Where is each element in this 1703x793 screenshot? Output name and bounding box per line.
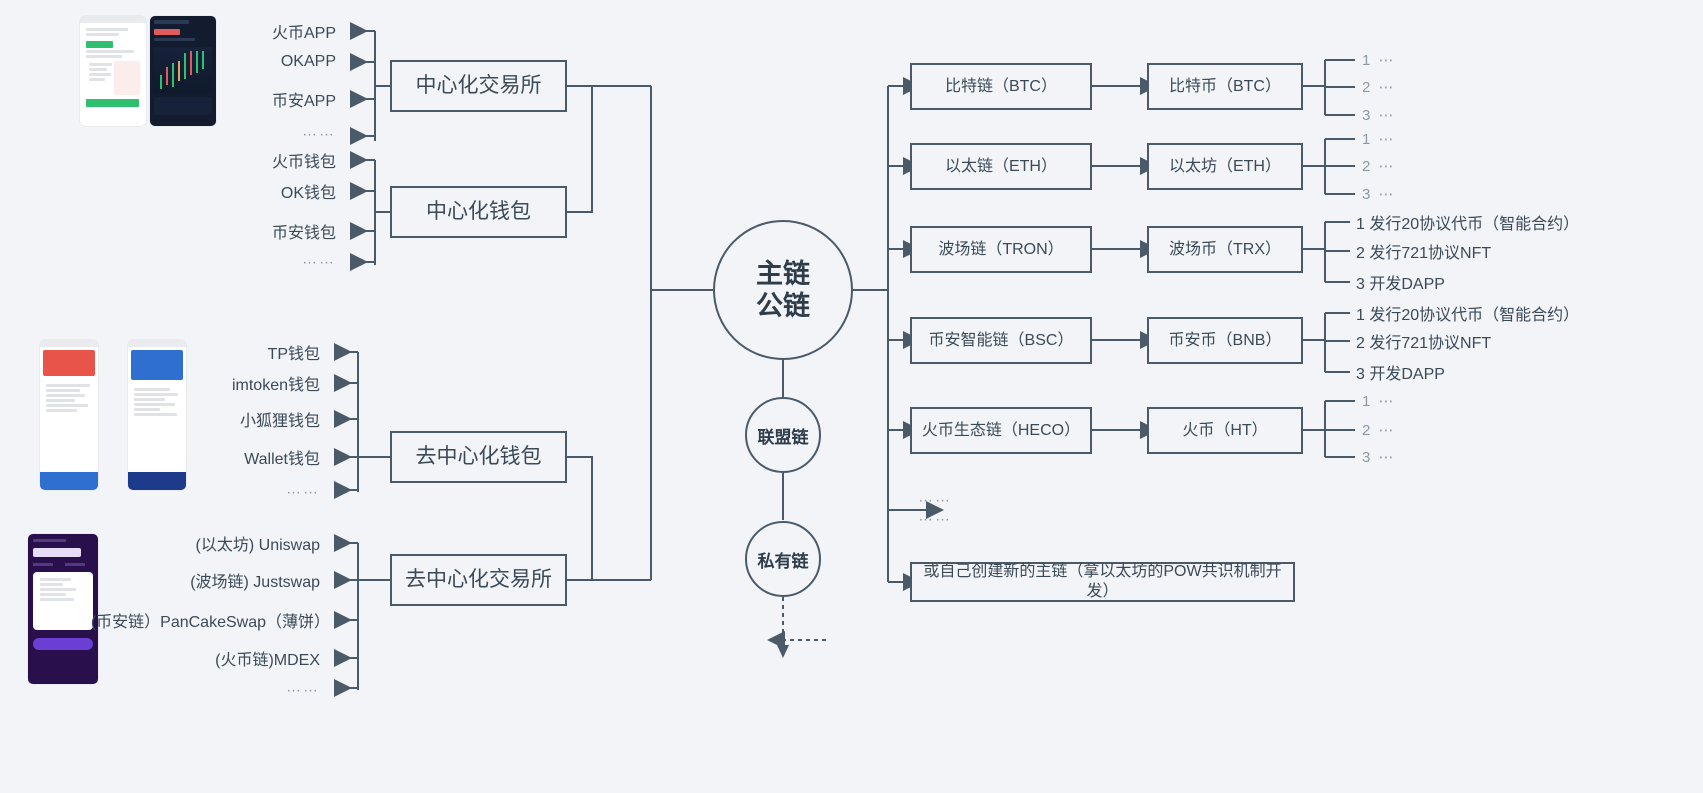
box-centralized-exchange[interactable]: 中心化交易所 bbox=[390, 60, 567, 112]
box-decentralized-wallet[interactable]: 去中心化钱包 bbox=[390, 431, 567, 483]
box-custom-chain-note[interactable]: 或自己创建新的主链（拿以太坊的POW共识机制开发） bbox=[910, 562, 1295, 602]
feature-btc-3: 3 ⋯ bbox=[1362, 107, 1396, 124]
feature-eth-1: 1 ⋯ bbox=[1362, 131, 1396, 148]
box-coin-bnb[interactable]: 币安币（BNB） bbox=[1147, 317, 1303, 364]
circle-consortium-chain-label: 联盟链 bbox=[757, 427, 809, 447]
box-chain-eth-label: 以太链（ETH） bbox=[944, 157, 1057, 175]
leaf-cwallet-more: …… bbox=[302, 250, 336, 268]
box-chain-heco-label: 火币生态链（HECO） bbox=[921, 421, 1081, 439]
box-coin-btc[interactable]: 比特币（BTC） bbox=[1147, 63, 1303, 110]
leaf-dex-3: (币安链）PanCakeSwap（薄饼） bbox=[90, 614, 330, 631]
box-chain-bsc[interactable]: 币安智能链（BSC） bbox=[910, 317, 1092, 364]
box-centralized-wallet[interactable]: 中心化钱包 bbox=[390, 186, 567, 238]
feature-btc-2: 2 ⋯ bbox=[1362, 79, 1396, 96]
phone-screenshot-kline-chart bbox=[150, 16, 216, 126]
feature-btc-1: 1 ⋯ bbox=[1362, 52, 1396, 69]
feature-ht-2: 2 ⋯ bbox=[1362, 422, 1396, 439]
leaf-cex-app-more: …… bbox=[302, 122, 336, 140]
feature-trx-1: 1 发行20协议代币（智能合约） bbox=[1356, 216, 1580, 233]
circle-main-chain-line2: 公链 bbox=[756, 291, 810, 321]
box-custom-chain-note-label: 或自己创建新的主链（拿以太坊的POW共识机制开发） bbox=[923, 563, 1282, 600]
phone-screenshot-exchange-app bbox=[80, 16, 146, 126]
box-chain-tron[interactable]: 波场链（TRON） bbox=[910, 226, 1092, 273]
leaf-dex-4: (火币链)MDEX bbox=[215, 652, 320, 669]
box-chain-eth[interactable]: 以太链（ETH） bbox=[910, 143, 1092, 190]
feature-bnb-2: 2 发行721协议NFT bbox=[1356, 335, 1492, 352]
feature-trx-3: 3 开发DAPP bbox=[1356, 276, 1445, 293]
leaf-cwallet-1: 火币钱包 bbox=[271, 154, 336, 171]
feature-eth-2: 2 ⋯ bbox=[1362, 158, 1396, 175]
feature-eth-3: 3 ⋯ bbox=[1362, 186, 1396, 203]
phone-statusbar bbox=[80, 16, 146, 23]
right-more-line-2: …… bbox=[918, 507, 952, 525]
box-decentralized-wallet-label: 去中心化钱包 bbox=[415, 444, 542, 468]
phone-screenshot-wallet-balance bbox=[128, 340, 186, 490]
feature-bnb-3: 3 开发DAPP bbox=[1356, 366, 1445, 383]
box-coin-btc-label: 比特币（BTC） bbox=[1168, 77, 1281, 95]
leaf-dex-1: (以太坊) Uniswap bbox=[195, 537, 320, 554]
right-more-line-1: …… bbox=[918, 488, 952, 506]
leaf-dex-more: …… bbox=[286, 678, 320, 696]
box-coin-eth[interactable]: 以太坊（ETH） bbox=[1147, 143, 1303, 190]
feature-trx-2: 2 发行721协议NFT bbox=[1356, 245, 1492, 262]
box-coin-eth-label: 以太坊（ETH） bbox=[1168, 157, 1281, 175]
box-decentralized-exchange[interactable]: 去中心化交易所 bbox=[390, 554, 567, 606]
box-centralized-wallet-label: 中心化钱包 bbox=[426, 199, 531, 223]
leaf-dwallet-4: Wallet钱包 bbox=[244, 451, 320, 468]
circle-private-chain-label: 私有链 bbox=[757, 551, 809, 571]
box-decentralized-exchange-label: 去中心化交易所 bbox=[405, 567, 552, 591]
circle-consortium-chain[interactable]: 联盟链 bbox=[745, 397, 821, 473]
box-chain-heco[interactable]: 火币生态链（HECO） bbox=[910, 407, 1092, 454]
box-coin-ht-label: 火币（HT） bbox=[1182, 421, 1268, 439]
box-chain-bsc-label: 币安智能链（BSC） bbox=[928, 331, 1074, 349]
leaf-cex-app-1: 火币APP bbox=[271, 25, 336, 42]
feature-ht-1: 1 ⋯ bbox=[1362, 393, 1396, 410]
box-chain-btc-label: 比特链（BTC） bbox=[944, 77, 1057, 95]
phone-screenshot-defi-wallet bbox=[28, 534, 98, 684]
box-centralized-exchange-label: 中心化交易所 bbox=[415, 73, 542, 97]
circle-main-chain-line1: 主链 bbox=[756, 258, 810, 289]
leaf-dex-2: (波场链) Justswap bbox=[190, 574, 320, 591]
box-chain-btc[interactable]: 比特链（BTC） bbox=[910, 63, 1092, 110]
feature-bnb-1: 1 发行20协议代币（智能合约） bbox=[1356, 307, 1580, 324]
leaf-dwallet-1: TP钱包 bbox=[267, 346, 320, 363]
box-coin-trx[interactable]: 波场币（TRX） bbox=[1147, 226, 1303, 273]
circle-main-chain[interactable]: 主链 公链 bbox=[713, 220, 853, 360]
circle-private-chain[interactable]: 私有链 bbox=[745, 521, 821, 597]
leaf-cwallet-3: 币安钱包 bbox=[271, 225, 336, 242]
leaf-dwallet-more: …… bbox=[286, 480, 320, 498]
box-coin-ht[interactable]: 火币（HT） bbox=[1147, 407, 1303, 454]
leaf-cex-app-2: OKAPP bbox=[280, 53, 336, 70]
leaf-dwallet-2: imtoken钱包 bbox=[231, 377, 320, 394]
box-chain-tron-label: 波场链（TRON） bbox=[938, 240, 1064, 258]
feature-ht-3: 3 ⋯ bbox=[1362, 449, 1396, 466]
box-coin-bnb-label: 币安币（BNB） bbox=[1168, 331, 1282, 349]
leaf-cwallet-2: OK钱包 bbox=[280, 185, 336, 202]
leaf-cex-app-3: 币安APP bbox=[271, 93, 336, 110]
leaf-dwallet-3: 小狐狸钱包 bbox=[239, 413, 320, 430]
box-coin-trx-label: 波场币（TRX） bbox=[1168, 240, 1281, 258]
phone-screenshot-wallet-list bbox=[40, 340, 98, 490]
